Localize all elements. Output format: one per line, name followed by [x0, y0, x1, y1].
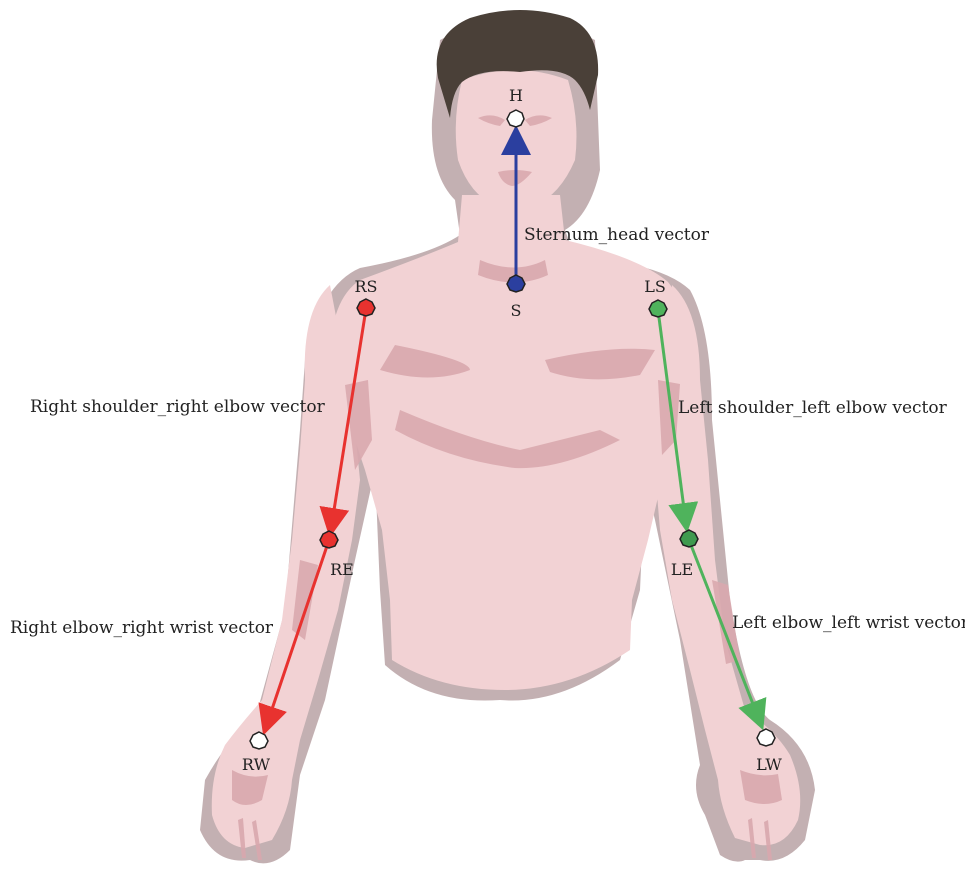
- vector-label-left-shoulder-elbow: Left shoulder_left elbow vector: [678, 398, 948, 418]
- point-label-LE: LE: [671, 560, 693, 579]
- point-label-LS: LS: [644, 277, 666, 296]
- point-label-RE: RE: [330, 560, 354, 579]
- point-label-LW: LW: [756, 755, 782, 774]
- joint-marker-RW: [250, 732, 268, 749]
- joint-marker-LS: [649, 300, 667, 317]
- joint-marker-H: [507, 110, 524, 127]
- joint-marker-RE: [320, 531, 338, 548]
- joint-marker-LE: [680, 530, 698, 547]
- vector-label-sternum-head: Sternum_head vector: [524, 225, 710, 245]
- vector-label-right-elbow-wrist: Right elbow_right wrist vector: [10, 618, 274, 638]
- point-label-H: H: [509, 86, 523, 105]
- joint-marker-S: [507, 275, 525, 292]
- human-figure-illustration: [200, 10, 815, 863]
- vector-label-right-shoulder-elbow: Right shoulder_right elbow vector: [30, 397, 326, 417]
- joint-marker-LW: [757, 729, 775, 746]
- point-label-S: S: [511, 301, 522, 320]
- point-label-RW: RW: [242, 755, 271, 774]
- vector-label-left-elbow-wrist: Left elbow_left wrist vector: [732, 613, 965, 633]
- joint-marker-RS: [357, 299, 375, 316]
- point-label-RS: RS: [354, 277, 377, 296]
